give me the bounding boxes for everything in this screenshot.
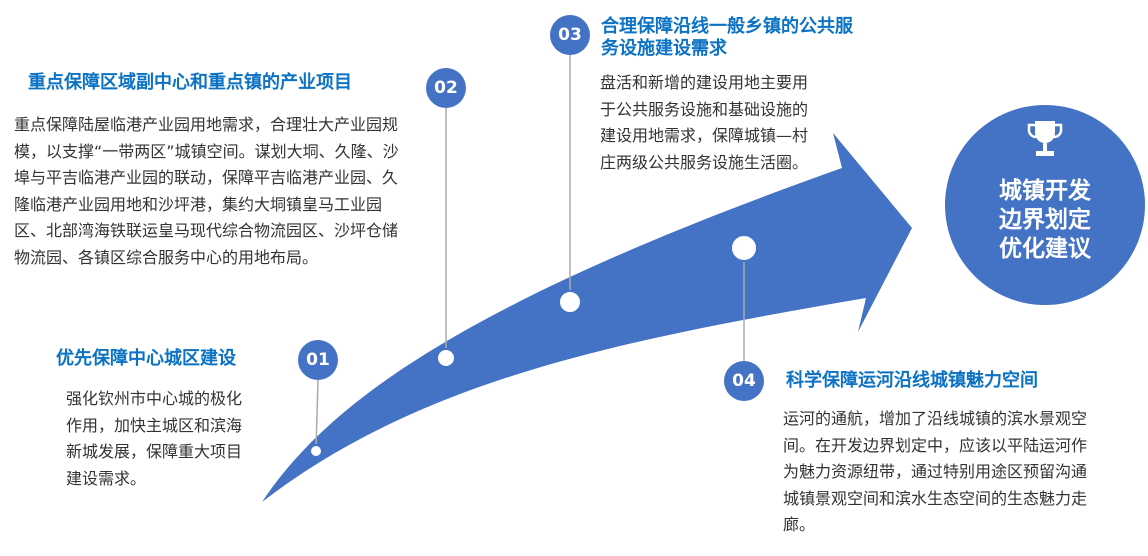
badge-01: 01: [298, 340, 338, 380]
item-03-body: 盘活和新增的建设用地主要用于公共服务设施和基础设施的建设用地需求，保障城镇—村庄…: [600, 73, 809, 172]
item-04-title: 科学保障运河沿线城镇魅力空间: [786, 370, 1038, 391]
badge-04: 04: [724, 361, 764, 401]
badge-03: 03: [550, 15, 590, 55]
item-01-title: 优先保障中心城区建设: [56, 348, 236, 369]
goal-line-3: 优化建议: [999, 236, 1091, 262]
item-02-body: 重点保障陆屋临港产业园用地需求，合理壮大产业园规模，以支撑“一带两区”城镇空间。…: [14, 115, 399, 267]
goal-line-2: 边界划定: [999, 207, 1091, 233]
goal-circle: 城镇开发 边界划定 优化建议: [945, 105, 1145, 305]
goal-line-1: 城镇开发: [999, 178, 1091, 204]
item-02-title: 重点保障区域副中心和重点镇的产业项目: [28, 72, 352, 93]
item-03-title: 合理保障沿线一般乡镇的公共服务设施建设需求: [601, 16, 853, 59]
item-01-body: 强化钦州市中心城的极化作用，加快主城区和滨海新城发展，保障重大项目建设需求。: [66, 389, 243, 488]
item-04-body: 运河的通航，增加了沿线城镇的滨水景观空间。在开发边界划定中，应该以平陆运河作为魅…: [783, 409, 1088, 534]
trophy-icon: [1027, 121, 1063, 156]
badge-02: 02: [426, 68, 466, 108]
